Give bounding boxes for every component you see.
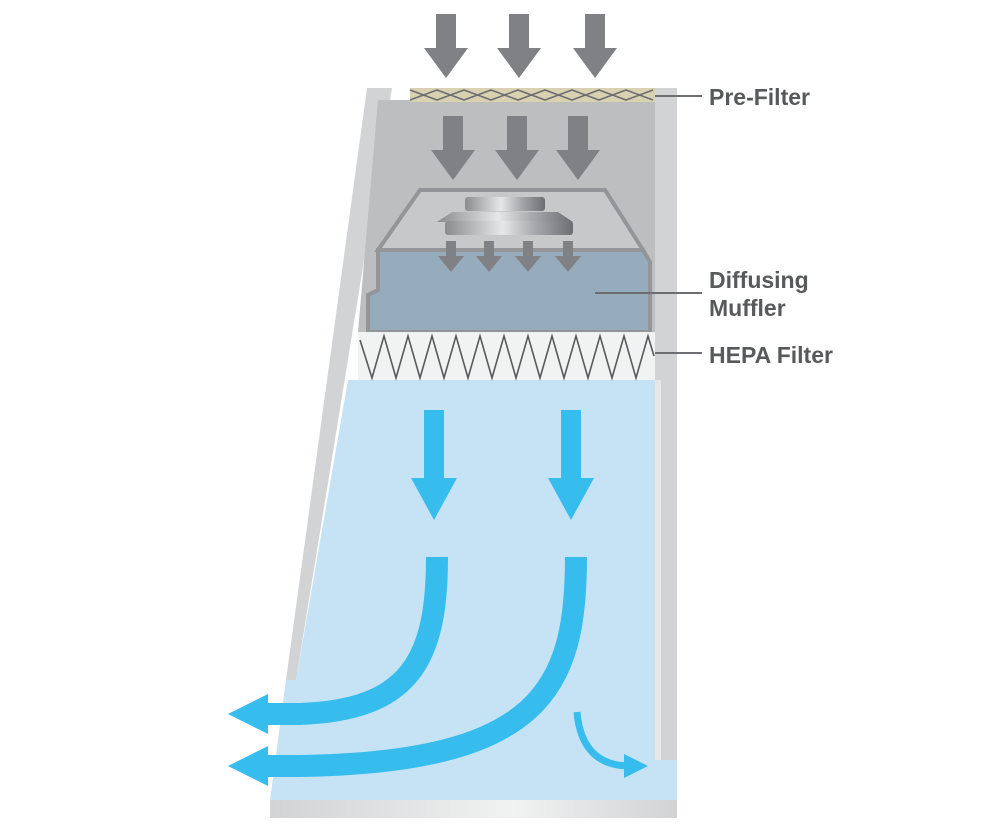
arrow-left-head: [228, 746, 268, 786]
diffusing-muffler-label-line1: Diffusing: [709, 267, 809, 293]
arrow-down-icon: [497, 14, 541, 78]
intake-arrows-top: [424, 14, 617, 78]
curved-airflow-arrows: [228, 556, 648, 786]
curved-arrow-icon: [262, 556, 587, 777]
arrow-down-icon: [548, 410, 594, 520]
intake-arrows-plenum: [431, 116, 600, 180]
arrow-down-icon: [424, 14, 468, 78]
back-wall-inner: [655, 380, 661, 760]
arrow-down-icon: [438, 241, 464, 272]
pre-filter: [409, 88, 655, 102]
curved-arrow-icon: [573, 711, 631, 770]
arrow-down-icon: [556, 116, 600, 180]
hepa-filter: [358, 332, 655, 381]
pre-filter-label: Pre-Filter: [709, 84, 810, 110]
arrow-down-icon: [476, 241, 502, 272]
diffusing-muffler: [366, 248, 652, 334]
arrow-down-icon: [495, 116, 539, 180]
downflow-arrows: [411, 410, 594, 520]
arrow-down-icon: [431, 116, 475, 180]
fan-outlet-arrows: [438, 241, 581, 272]
arrow-down-icon: [573, 14, 617, 78]
blower-fan-icon: [437, 197, 573, 235]
arrow-right-head: [624, 754, 648, 778]
arrow-down-icon: [515, 241, 541, 272]
hepa-filter-label: HEPA Filter: [709, 342, 833, 368]
arrow-down-icon: [555, 241, 581, 272]
diffusing-muffler-label-line2: Muffler: [709, 295, 786, 321]
arrow-left-head: [228, 694, 268, 734]
arrow-down-icon: [411, 410, 457, 520]
curved-arrow-icon: [262, 556, 448, 725]
front-sash-wall: [286, 88, 392, 680]
work-surface: [270, 800, 677, 818]
callout-lines: [595, 95, 702, 354]
